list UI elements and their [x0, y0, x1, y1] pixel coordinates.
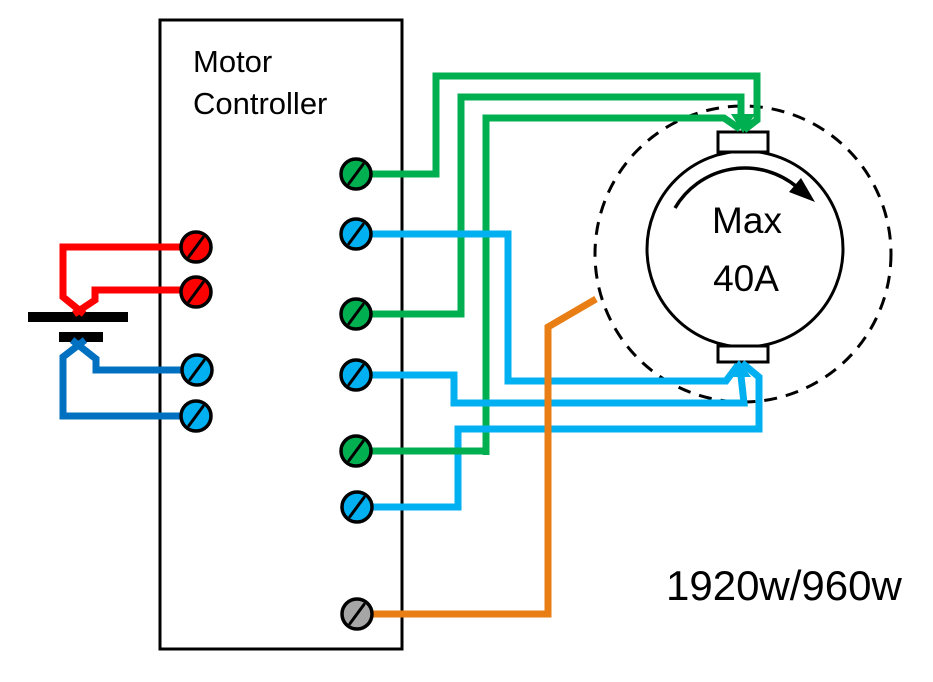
screw-slot-icon — [347, 163, 365, 185]
motor-top-brush-terminal — [716, 130, 770, 154]
terminal-battery-positive-2 — [179, 275, 213, 309]
rotation-arrowhead-icon — [789, 178, 815, 202]
screw-slot-icon — [347, 364, 365, 386]
screw-slot-icon — [347, 440, 365, 462]
wire-orange-sensor — [357, 295, 598, 618]
power-rating-label: 1920w/960w — [666, 562, 903, 609]
screw-slot-icon — [187, 281, 205, 303]
terminal-battery-negative-1 — [180, 353, 214, 387]
wire-green-phase-2 — [356, 93, 745, 318]
screw-slot-icon — [347, 303, 365, 325]
screw-slot-icon — [187, 405, 205, 427]
wire-red-positive-2 — [72, 286, 196, 317]
wire-blue-phase-3 — [357, 360, 763, 511]
wire-red-positive-1 — [59, 243, 196, 317]
terminal-phase-blue-2 — [339, 358, 373, 392]
motor-label-line2: 40A — [713, 258, 779, 299]
wire-blue-phase-2 — [356, 366, 748, 407]
controller-title-line2: Controller — [193, 86, 327, 121]
terminal-sensor-gray — [340, 597, 374, 631]
screw-slot-icon — [347, 223, 365, 245]
terminal-battery-positive-1 — [179, 230, 213, 264]
wire-green-phase-1 — [355, 72, 761, 178]
motor-body-circle — [645, 149, 845, 349]
green-wires-arrowhead-icon — [731, 114, 755, 133]
blue-wires-arrowhead-icon — [727, 360, 751, 377]
motor-bottom-brush-terminal — [716, 344, 770, 364]
terminal-phase-blue-1 — [339, 217, 373, 251]
terminal-battery-negative-2 — [179, 399, 213, 433]
battery-positive-plate — [28, 312, 128, 322]
terminal-phase-blue-3 — [340, 490, 374, 524]
battery-negative-plate — [59, 332, 103, 342]
screw-slot-icon — [348, 603, 366, 625]
screw-slot-icon — [187, 236, 205, 258]
terminal-phase-green-2 — [339, 297, 373, 331]
motor-label-line1: Max — [712, 200, 782, 241]
motor-controller-box — [158, 18, 404, 651]
screw-slot-icon — [348, 496, 366, 518]
wire-darkblue-negative-1 — [69, 337, 197, 374]
screw-slot-icon — [188, 359, 206, 381]
controller-title-line1: Motor — [193, 44, 272, 79]
terminal-phase-green-3 — [339, 434, 373, 468]
rotation-arrow-arc — [673, 166, 799, 209]
wire-green-phase-3-vertical — [482, 114, 742, 455]
wire-darkblue-negative-2 — [59, 337, 196, 420]
terminal-phase-green-1 — [339, 157, 373, 191]
